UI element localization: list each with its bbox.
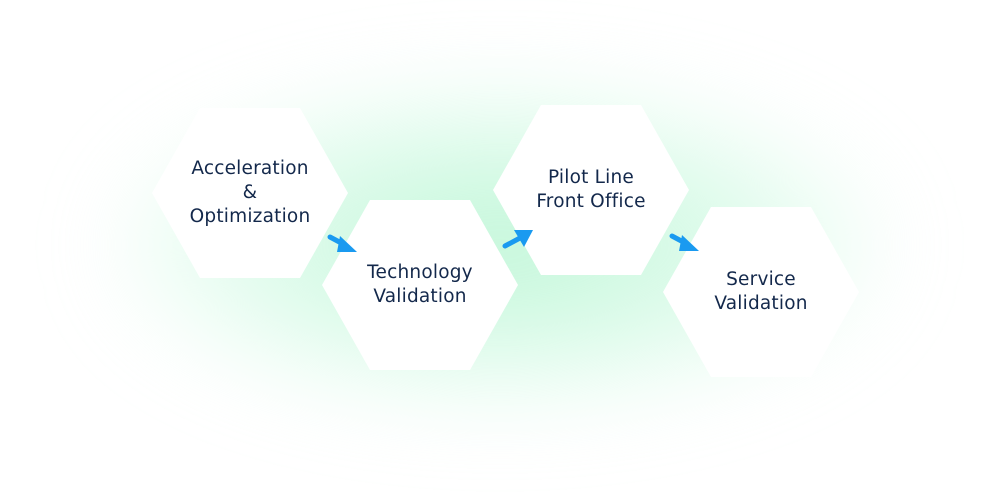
step-label-line: Technology (367, 262, 473, 283)
step-label-line: Validation (373, 286, 467, 307)
step-label: Technology Validation (322, 200, 518, 370)
step-label-line: Service (726, 269, 796, 290)
step-label-line: & (242, 182, 258, 203)
step-label-line: Optimization (189, 206, 311, 227)
step-label-line: Validation (714, 293, 808, 314)
hexagon-shape (152, 108, 348, 278)
arrow-down-right-icon (327, 234, 357, 252)
step-label-line: Pilot Line (547, 167, 635, 188)
step-label-line: Acceleration (191, 158, 309, 179)
hexagon-shape (322, 200, 518, 370)
step-service-validation: Service Validation (663, 207, 859, 377)
hexagon-shape (493, 105, 689, 275)
step-technology-validation: Technology Validation (322, 200, 518, 370)
step-pilot-line-front-office: Pilot Line Front Office (493, 105, 689, 275)
step-label: Pilot Line Front Office (493, 105, 689, 275)
arrow-down-right-icon (669, 233, 699, 251)
hexagon-shape (663, 207, 859, 377)
step-label: Acceleration & Optimization (152, 108, 348, 278)
step-acceleration-optimization: Acceleration & Optimization (152, 108, 348, 278)
step-label-line: Front Office (536, 191, 646, 212)
step-label: Service Validation (663, 207, 859, 377)
arrow-up-right-icon (502, 230, 533, 249)
